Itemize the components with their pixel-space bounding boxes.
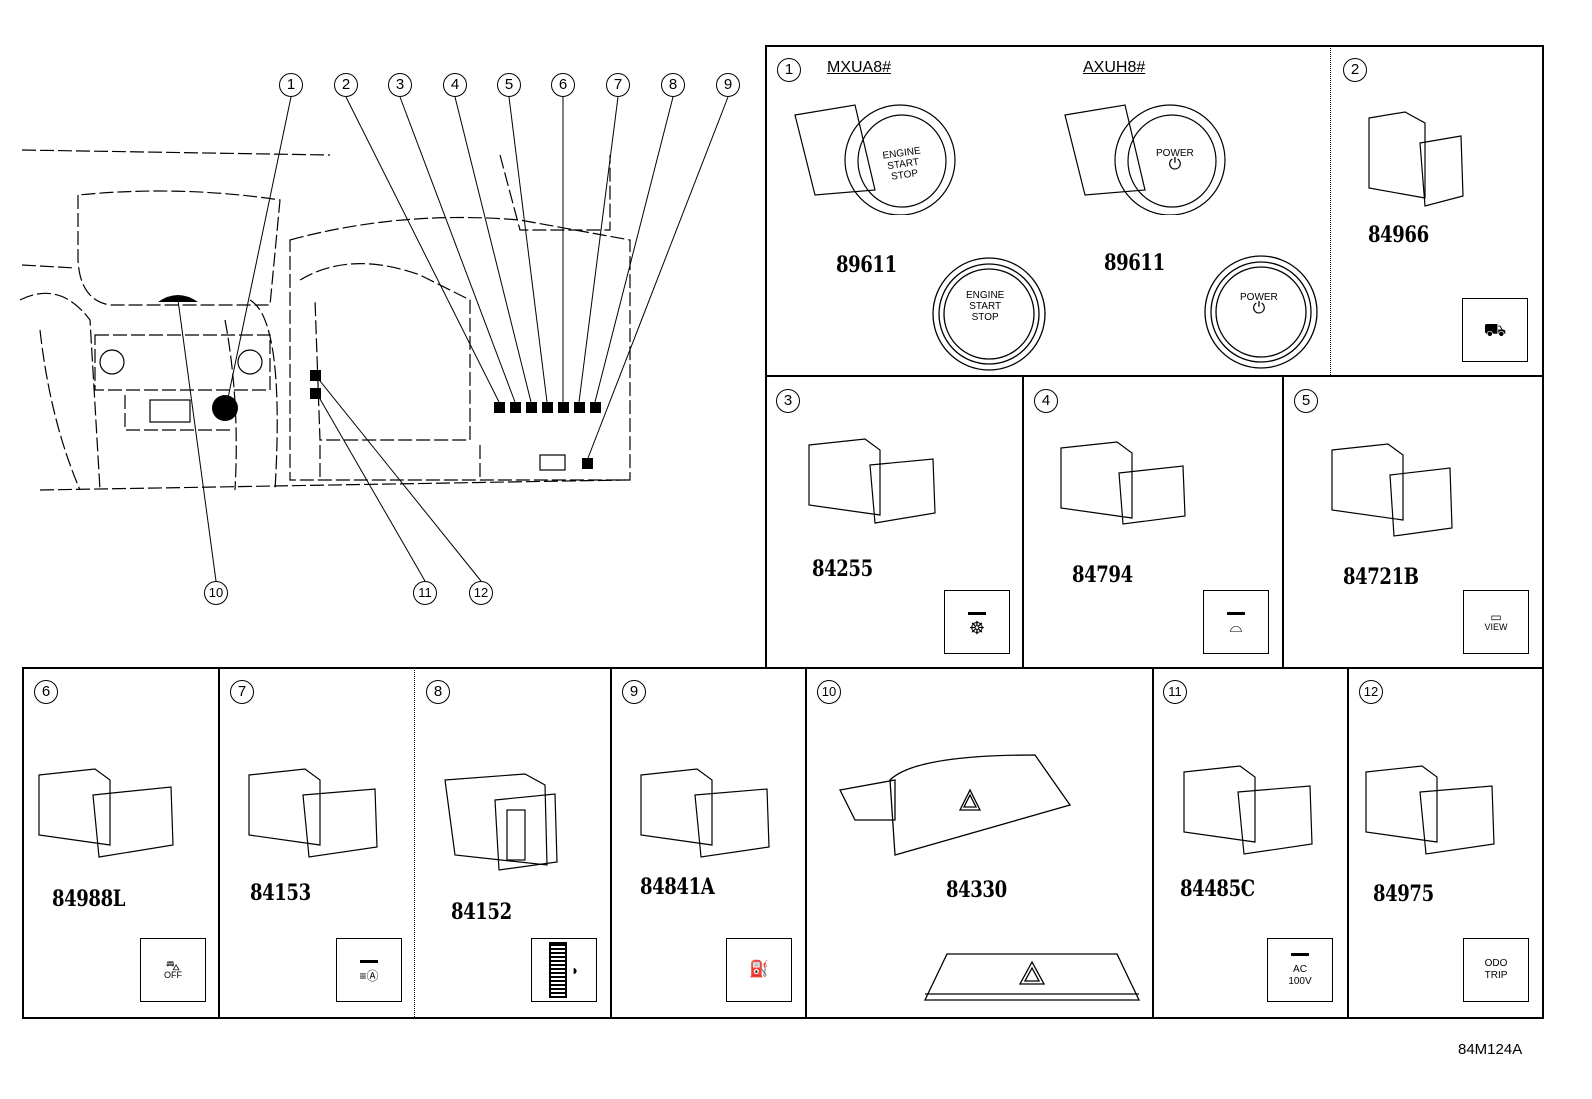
part-number-84966[interactable]: 84966 [1368, 222, 1429, 248]
panel-9-number: 9 [622, 680, 646, 704]
panel-12-number: 12 [1359, 680, 1383, 704]
callout-2: 2 [334, 73, 358, 97]
fuel-pump-icon: ⛽ [749, 961, 769, 978]
callout-11: 11 [413, 581, 437, 605]
traction-control-off-icon-box: ⛍OFF [140, 938, 206, 1002]
button-text-power: POWER [1156, 148, 1194, 159]
switch-drawing [1331, 443, 1453, 537]
part-number-89611-a[interactable]: 89611 [836, 252, 897, 278]
headlight-level-icon: ◗ [570, 962, 580, 978]
part-number-84330[interactable]: 84330 [946, 877, 1007, 903]
odo-label: ODO [1484, 958, 1508, 969]
panel-1-number: 1 [777, 58, 801, 82]
switch-drawing [1368, 111, 1464, 207]
vehicle-icon-box: ⛟ [1462, 298, 1528, 362]
hazard-switch-drawing [839, 754, 1072, 856]
fuel-door-icon-box: ⛽ [726, 938, 792, 1002]
panel-7-number: 7 [230, 680, 254, 704]
part-number-84153[interactable]: 84153 [250, 880, 311, 906]
wiper-deicer-icon: ⌓ [1229, 618, 1243, 636]
callout-7: 7 [606, 73, 630, 97]
part-number-84975[interactable]: 84975 [1373, 881, 1434, 907]
part-number-84988L[interactable]: 84988L [52, 886, 125, 912]
variant-label-mxua8: MXUA8# [827, 59, 892, 76]
hazard-button-face-icon [923, 953, 1141, 1001]
switch-drawing [248, 768, 378, 858]
panel-6-number: 6 [34, 680, 58, 704]
traction-control-icon: ⛍ [165, 957, 181, 973]
callout-10: 10 [204, 581, 228, 605]
engine-start-switch-drawing [794, 104, 956, 215]
panel-4-number: 4 [1034, 389, 1058, 413]
panel-11-number: 11 [1163, 680, 1187, 704]
camera-view-icon-box: ▭VIEW [1463, 590, 1529, 654]
power-button-face-drawing [1204, 255, 1318, 369]
switch-drawing [1365, 765, 1495, 855]
lower-panel-frame [22, 667, 1544, 1019]
panel-5-number: 5 [1294, 389, 1318, 413]
callout-4: 4 [443, 73, 467, 97]
vehicle-icon: ⛟ [1483, 320, 1507, 340]
part-number-84152[interactable]: 84152 [451, 899, 512, 925]
power-switch-drawing [1064, 104, 1226, 215]
variant-label-axuh8: AXUH8# [1083, 59, 1146, 76]
panel-3-number: 3 [776, 389, 800, 413]
part-number-84841A[interactable]: 84841A [640, 874, 715, 900]
off-label: OFF [164, 970, 182, 980]
switch-drawing [640, 768, 770, 858]
power-icon: ⏻ [1168, 156, 1182, 173]
callout-6: 6 [551, 73, 575, 97]
part-number-84485C[interactable]: 84485C [1180, 876, 1255, 902]
auto-headlight-icon-box: ≡Ⓐ [336, 938, 402, 1002]
callout-1: 1 [279, 73, 303, 97]
ac-label: AC [1293, 963, 1307, 975]
part-number-84794[interactable]: 84794 [1072, 562, 1133, 588]
100v-label: 100V [1288, 975, 1312, 987]
dashboard-overview-drawing [19, 96, 729, 582]
part-number-84721B[interactable]: 84721B [1343, 564, 1419, 590]
panel-8-number: 8 [426, 680, 450, 704]
part-number-89611-b[interactable]: 89611 [1104, 250, 1165, 276]
panel-10-number: 10 [817, 680, 841, 704]
heated-steering-wheel-icon: ☸ [968, 617, 986, 638]
engine-button-face-drawing [932, 257, 1046, 371]
switch-drawing [1183, 765, 1313, 855]
diagram-code: 84M124A [1458, 1041, 1523, 1058]
panel-2-number: 2 [1343, 58, 1367, 82]
switch-drawing [38, 768, 174, 858]
leveling-dial-icon [548, 942, 567, 998]
dial-switch-drawing [444, 773, 558, 871]
view-label: VIEW [1484, 622, 1508, 632]
callout-9: 9 [716, 73, 740, 97]
headlight-leveling-icon-box: ◗ [531, 938, 597, 1002]
callout-8: 8 [661, 73, 685, 97]
wiper-deicer-icon-box: ⌓ [1203, 590, 1269, 654]
auto-high-beam-icon: ≡Ⓐ [359, 968, 379, 983]
switch-drawing [1060, 441, 1186, 525]
callout-5: 5 [497, 73, 521, 97]
trip-label: TRIP [1484, 970, 1508, 981]
camera-view-icon: ▭ [1490, 610, 1502, 624]
switch-drawing [808, 438, 936, 524]
callout-3: 3 [388, 73, 412, 97]
callout-12: 12 [469, 581, 493, 605]
heated-steering-icon-box: ☸ [944, 590, 1010, 654]
part-number-84255[interactable]: 84255 [812, 556, 873, 582]
